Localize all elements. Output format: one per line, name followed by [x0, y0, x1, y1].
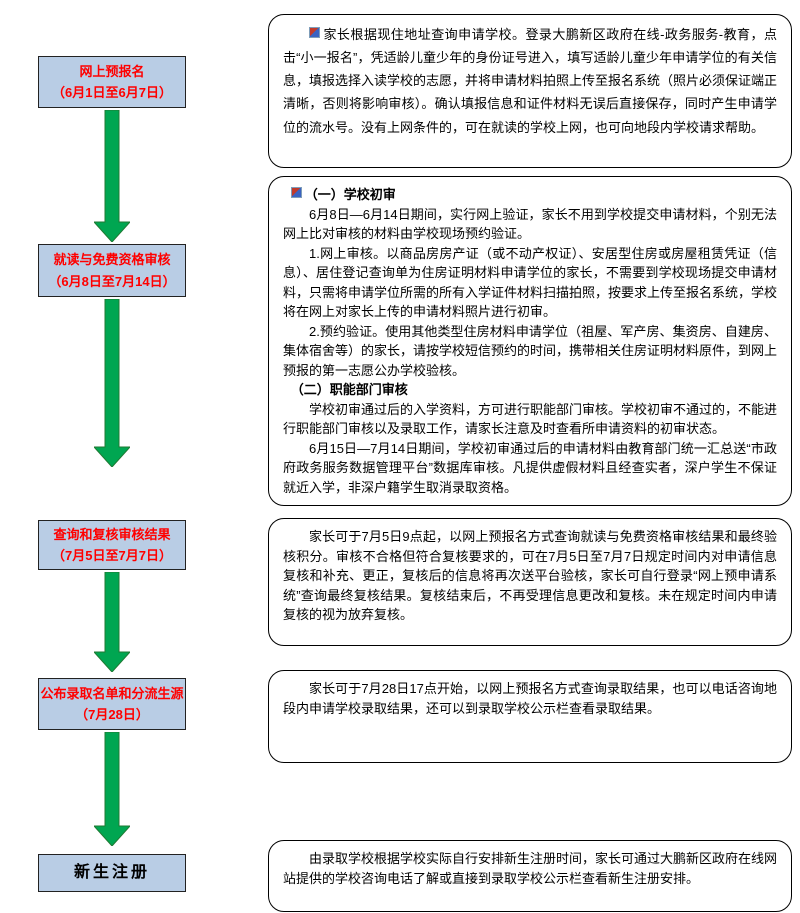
step-title: 查询和复核审核结果 [53, 526, 171, 542]
step-title: 新生注册 [73, 863, 150, 881]
step-title: 就读与免费资格审核 [53, 252, 171, 268]
note-heading-school-review: （一）学校初审 [283, 185, 777, 205]
flow-arrow-1 [94, 110, 130, 242]
paragraph-marker-icon [290, 187, 302, 198]
step-title: 公布录取名单和分流生源 [40, 685, 184, 701]
note-review-details: （一）学校初审 6月8日—6月14日期间，实行网上验证，家长不用到学校提交申请材… [268, 176, 792, 506]
note-paragraph: 家长可于7月5日9点起，以网上预报名方式查询就读与免费资格审核结果和最终验核积分… [283, 529, 777, 622]
paragraph-marker-icon [309, 27, 320, 38]
note-paragraph: 6月15日—7月14日期间，学校初审通过后的申请材料由教育部门统一汇总送“市政府… [283, 440, 777, 495]
note-query-review-results: 家长可于7月5日9点起，以网上预报名方式查询就读与免费资格审核结果和最终验核积分… [268, 518, 792, 646]
step-title: 网上预报名 [79, 63, 145, 79]
step-date: （6月1日至6月7日） [52, 85, 172, 100]
note-paragraph: 学校初审通过后的入学资料，方可进行职能部门审核。学校初审不通过的，不能进行职能部… [283, 401, 778, 437]
step-date: （7月5日至7月7日） [52, 548, 172, 563]
flow-step-new-student-registration: 新生注册 [38, 854, 186, 892]
flow-step-query-review-results: 查询和复核审核结果 （7月5日至7月7日） [38, 520, 186, 570]
note-paragraph: 由录取学校根据学校实际自行安排新生注册时间，家长可通过大鹏新区政府在线网站提供的… [283, 851, 778, 886]
flow-arrow-3 [94, 572, 130, 672]
flow-step-eligibility-review: 就读与免费资格审核 （6月8日至7月14日） [38, 244, 186, 297]
flow-step-online-preregistration: 网上预报名 （6月1日至6月7日） [38, 56, 186, 108]
flow-step-admission-list: 公布录取名单和分流生源 （7月28日） [38, 678, 186, 730]
step-date: （6月8日至7月14日） [48, 273, 176, 289]
note-admission-results: 家长可于7月28日17点开始，以网上预报名方式查询录取结果，也可以电话咨询地段内… [268, 670, 792, 763]
note-online-preregistration: 家长根据现住地址查询申请学校。登录大鹏新区政府在线-政务服务-教育，点击“小一报… [268, 14, 792, 168]
flow-arrow-4 [94, 732, 130, 846]
note-paragraph: 2.预约验证。使用其他类型住房材料申请学位（祖屋、军产房、集资房、自建房、集体宿… [283, 323, 778, 378]
note-paragraph: 家长根据现住地址查询申请学校。登录大鹏新区政府在线-政务服务-教育，点击“小一报… [283, 27, 778, 135]
step-date: （7月28日） [75, 707, 149, 722]
note-paragraph: 家长可于7月28日17点开始，以网上预报名方式查询录取结果，也可以电话咨询地段内… [283, 681, 777, 716]
note-heading-department-review: （二）职能部门审核 [290, 382, 408, 397]
note-paragraph: 1.网上审核。以商品房房产证（或不动产权证）、安居型住房或房屋租赁凭证（信息）、… [283, 245, 778, 320]
flow-arrow-2 [94, 299, 130, 467]
note-paragraph: 6月8日—6月14日期间，实行网上验证，家长不用到学校提交申请材料，个别无法网上… [283, 206, 777, 242]
note-registration-arrangement: 由录取学校根据学校实际自行安排新生注册时间，家长可通过大鹏新区政府在线网站提供的… [268, 840, 792, 912]
